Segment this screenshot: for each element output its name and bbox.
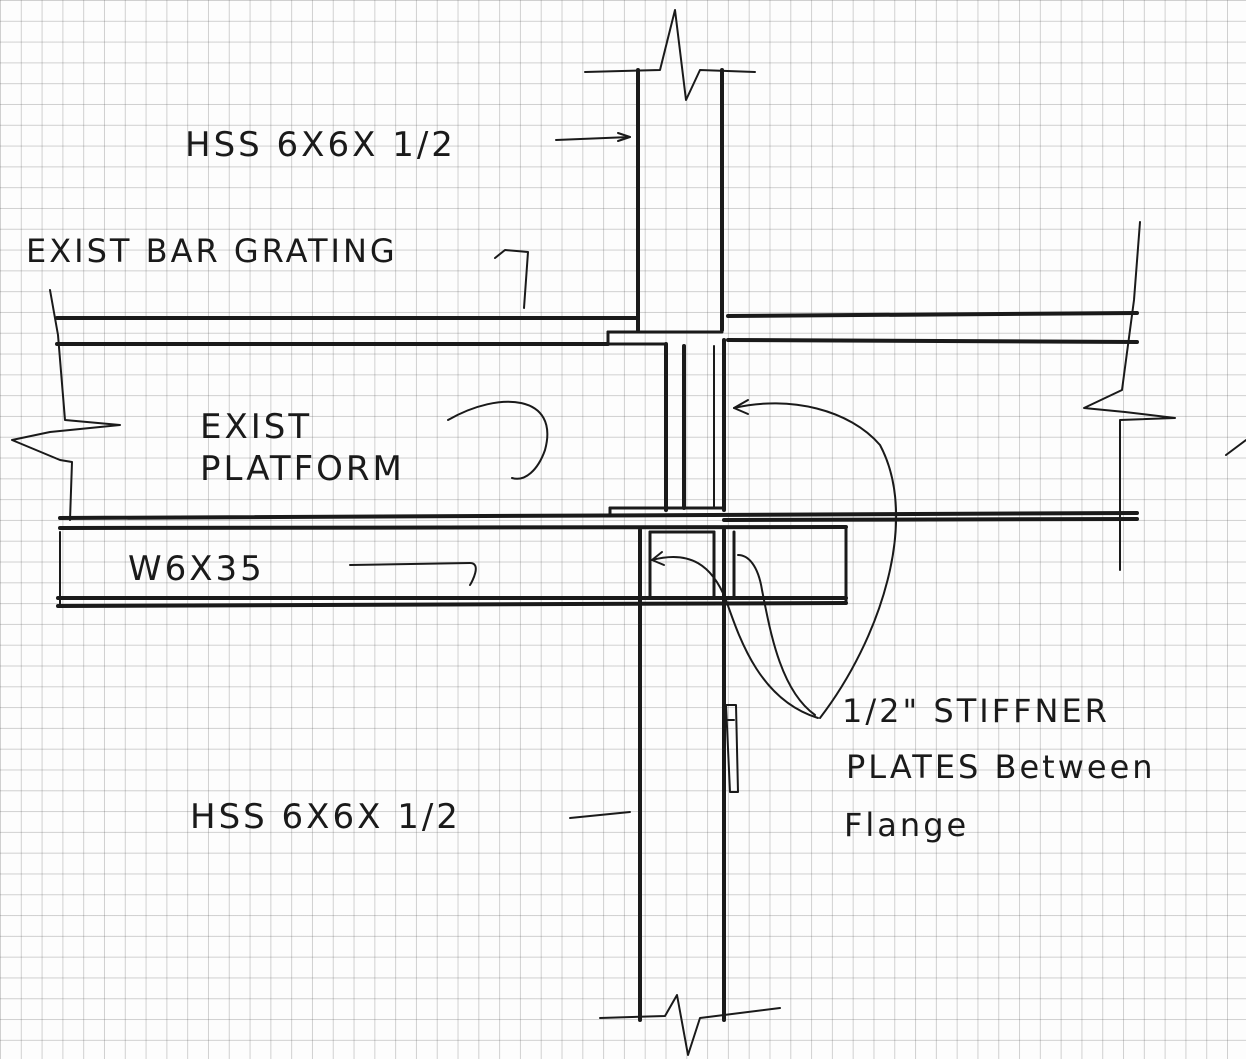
column-break-line-bottom [599, 994, 781, 1056]
leader-beam [349, 562, 477, 586]
label-platform-line2: PLATFORM [200, 449, 405, 489]
platform-break-line-left [11, 289, 121, 521]
leader-stiffener-3-arrowhead [651, 551, 665, 566]
label-hss-bottom: HSS 6X6X 1/2 [190, 797, 461, 837]
hss-column [636, 68, 726, 1022]
platform-break-line-right [1083, 221, 1176, 571]
platform-upper-beam [55, 311, 1139, 346]
label-platform-line1: EXIST [200, 407, 312, 447]
leader-stiffener-2 [737, 554, 816, 716]
leader-stiffener-1-arrowhead [733, 399, 749, 415]
leader-hss-bottom [569, 811, 631, 819]
leader-stiffener-3 [651, 555, 819, 719]
platform-beam-web [664, 338, 726, 512]
weld-mark [725, 704, 739, 793]
leader-hss-top [555, 136, 631, 141]
label-stiffener-line2: PLATES Between [846, 748, 1156, 786]
label-w6x35: W6X35 [128, 549, 265, 589]
leader-hss-top-arrowhead [617, 132, 631, 142]
label-bar-grating: EXIST BAR GRATING [26, 232, 398, 270]
label-stiffener-line1: 1/2" STIFFNER [842, 692, 1110, 730]
leader-grating [494, 249, 529, 309]
column-break-line-top [584, 9, 756, 101]
label-stiffener-line3: Flange [844, 806, 969, 844]
label-hss-top: HSS 6X6X 1/2 [185, 125, 456, 165]
page-edge-mark [1225, 439, 1246, 456]
leader-stiffener-1 [733, 402, 898, 719]
stiffener-plates [648, 530, 736, 600]
leader-platform [447, 400, 549, 480]
platform-lower-beam [58, 506, 1139, 530]
